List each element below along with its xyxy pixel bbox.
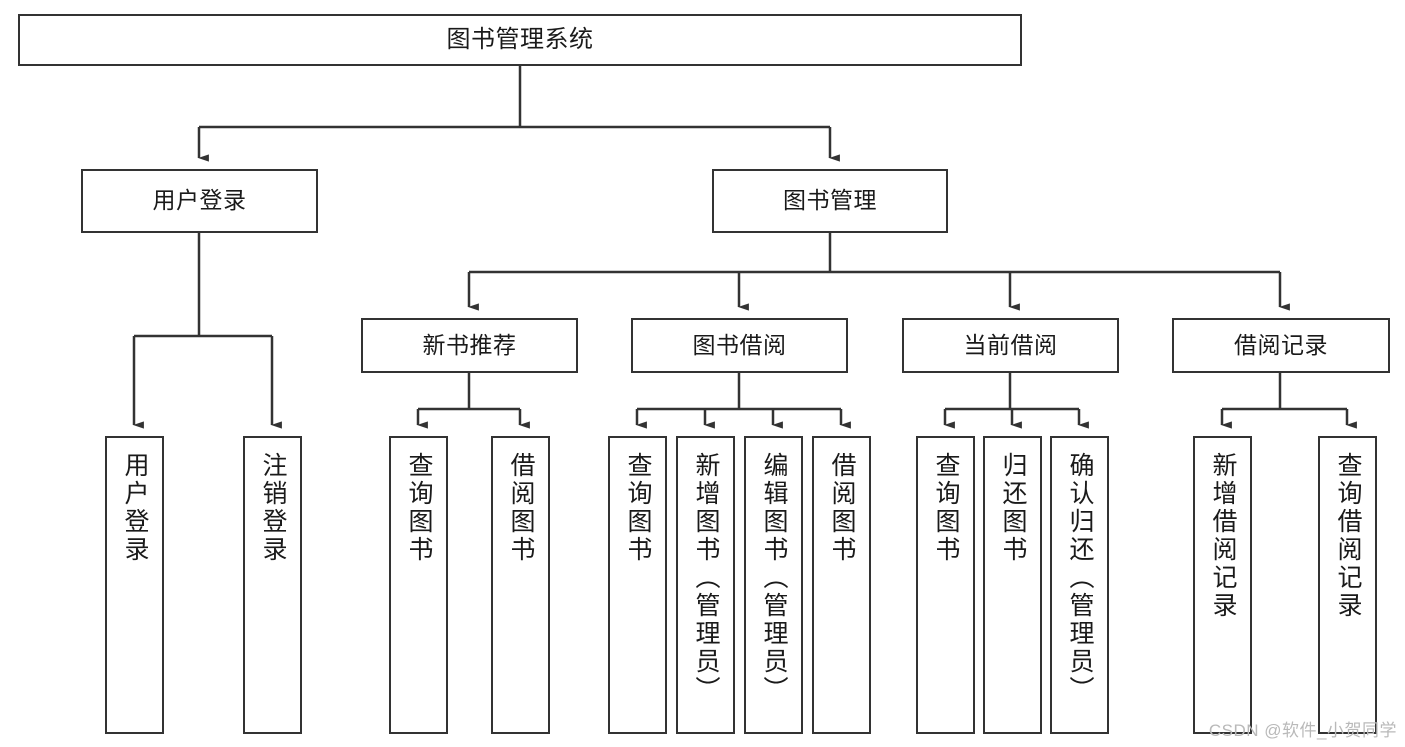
leaf-new-book-borrow-book[interactable]: 借阅图书 [491,436,550,734]
leaf-borrow-record-query-record[interactable]: 查询借阅记录 [1318,436,1377,734]
node-current-borrow[interactable]: 当前借阅 [902,318,1119,373]
node-label: 编辑图书（管理员） [760,452,788,704]
node-book-borrow[interactable]: 图书借阅 [631,318,848,373]
node-label: 当前借阅 [963,331,1058,358]
node-new-book-recommend[interactable]: 新书推荐 [361,318,578,373]
node-label: 用户登录 [121,452,149,564]
leaf-current-borrow-confirm-return[interactable]: 确认归还（管理员） [1050,436,1109,734]
node-label: 注销登录 [259,452,287,564]
leaf-current-borrow-return-book[interactable]: 归还图书 [983,436,1042,734]
leaf-book-borrow-add-book[interactable]: 新增图书（管理员） [676,436,735,734]
node-label: 查询借阅记录 [1334,452,1362,620]
leaf-user-login-login[interactable]: 用户登录 [105,436,164,734]
node-label: 新书推荐 [422,331,517,358]
node-label: 借阅图书 [828,452,856,564]
node-label: 归还图书 [999,452,1027,564]
node-root-system[interactable]: 图书管理系统 [18,14,1022,66]
node-label: 新增图书（管理员） [692,452,720,704]
node-label: 借阅记录 [1234,331,1328,358]
node-label: 查询图书 [624,452,652,564]
leaf-new-book-query-book[interactable]: 查询图书 [389,436,448,734]
node-user-login[interactable]: 用户登录 [81,169,318,233]
node-label: 图书借阅 [692,331,787,358]
node-label: 图书管理 [783,187,877,214]
node-label: 新增借阅记录 [1209,452,1237,620]
leaf-current-borrow-query-book[interactable]: 查询图书 [916,436,975,734]
leaf-user-login-logout[interactable]: 注销登录 [243,436,302,734]
leaf-book-borrow-borrow-book[interactable]: 借阅图书 [812,436,871,734]
node-label: 查询图书 [405,452,433,564]
leaf-book-borrow-edit-book[interactable]: 编辑图书（管理员） [744,436,803,734]
node-label: 确认归还（管理员） [1066,452,1094,704]
leaf-borrow-record-add-record[interactable]: 新增借阅记录 [1193,436,1252,734]
node-label: 用户登录 [152,187,247,214]
watermark-text: CSDN @软件_小贺同学 [1208,721,1397,740]
node-book-management[interactable]: 图书管理 [712,169,948,233]
node-label: 借阅图书 [507,452,535,564]
leaf-book-borrow-query-book[interactable]: 查询图书 [608,436,667,734]
node-label: 图书管理系统 [446,25,594,53]
node-label: 查询图书 [932,452,960,564]
node-borrow-record[interactable]: 借阅记录 [1172,318,1390,373]
